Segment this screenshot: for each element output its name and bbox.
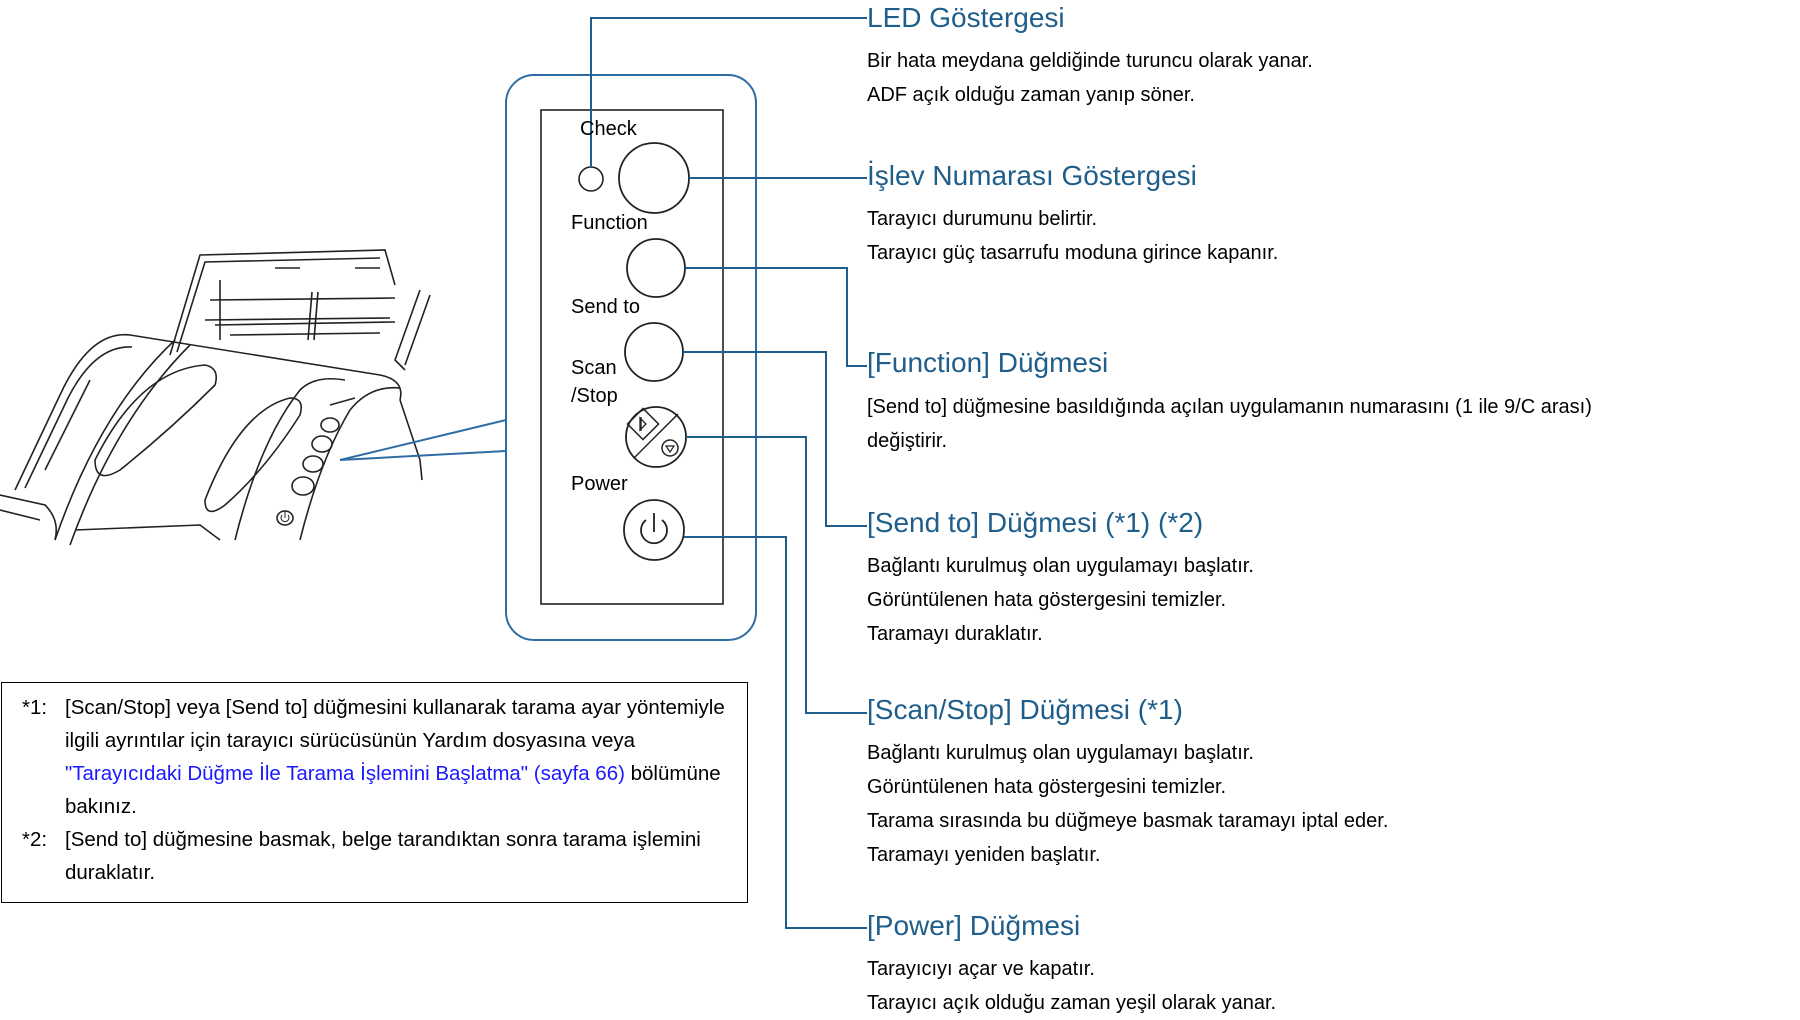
- footnote-text: [Send to] düğmesine basmak, belge tarand…: [65, 828, 701, 884]
- leader-function-button: [685, 267, 867, 367]
- scan-stop-button[interactable]: [625, 406, 687, 468]
- callout-title-power: [Power] Düğmesi: [867, 910, 1081, 941]
- callout-desc-function-display: Tarayıcı durumunu belirtir. Tarayıcı güç…: [867, 202, 1278, 270]
- footnote-box: *1: [Scan/Stop] veya [Send to] düğmesini…: [1, 682, 748, 903]
- footnote-number: *2:: [22, 828, 48, 851]
- callout-desc-line: Görüntülenen hata göstergesini temizler.: [867, 589, 1227, 611]
- panel-label-scan: Scan: [571, 357, 617, 379]
- panel-label-stop: /Stop: [571, 385, 618, 407]
- callout-title-send-to: [Send to] Düğmesi (*1) (*2): [867, 507, 1204, 538]
- footnote-text-after: bölümüne bakınız.: [65, 762, 721, 818]
- leader-lines: [590, 17, 867, 929]
- leader-led: [590, 17, 867, 167]
- callout-desc-line: Tarayıcıyı açar ve kapatır.: [867, 958, 1095, 980]
- panel-label-power: Power: [571, 473, 628, 495]
- callout-desc-led: Bir hata meydana geldiğinde turuncu olar…: [867, 44, 1313, 112]
- callout-desc-line: Bir hata meydana geldiğinde turuncu olar…: [867, 50, 1313, 72]
- callout-desc-line: Taramayı duraklatır.: [867, 623, 1043, 645]
- callout-desc-scan-stop: Bağlantı kurulmuş olan uygulamayı başlat…: [867, 736, 1388, 872]
- callout-title-led: LED Göstergesi: [867, 2, 1065, 33]
- send-to-button[interactable]: [624, 322, 684, 382]
- footnote-text-before: [Scan/Stop] veya [Send to] düğmesini kul…: [65, 696, 725, 752]
- callout-desc-line: Görüntülenen hata göstergesini temizler.: [867, 776, 1227, 798]
- callout-desc-line: Bağlantı kurulmuş olan uygulamayı başlat…: [867, 742, 1254, 764]
- callout-desc-line: ADF açık olduğu zaman yanıp söner.: [867, 84, 1195, 106]
- function-number-display: [618, 142, 690, 214]
- footnote-number: *1:: [22, 696, 48, 719]
- callout-desc-send-to: Bağlantı kurulmuş olan uygulamayı başlat…: [867, 549, 1254, 651]
- callout-desc-line: değiştirir.: [867, 430, 948, 452]
- panel-label-check: Check: [580, 118, 637, 140]
- callout-desc-line: Bağlantı kurulmuş olan uygulamayı başlat…: [867, 555, 1254, 577]
- leader-power: [684, 536, 867, 929]
- callout-desc-line: [Send to] düğmesine basıldığında açılan …: [867, 396, 1592, 418]
- callout-title-function-button: [Function] Düğmesi: [867, 347, 1109, 378]
- panel-label-send-to: Send to: [571, 296, 640, 318]
- power-button[interactable]: [623, 499, 685, 561]
- callout-desc-line: Taramayı yeniden başlatır.: [867, 844, 1101, 866]
- callout-desc-line: Tarayıcı durumunu belirtir.: [867, 208, 1098, 230]
- footnote-text: [Scan/Stop] veya [Send to] düğmesini kul…: [65, 691, 755, 823]
- leader-scan-stop: [686, 436, 867, 714]
- leader-send-to: [683, 351, 867, 527]
- function-button[interactable]: [626, 238, 686, 298]
- callout-title-scan-stop: [Scan/Stop] Düğmesi (*1): [867, 694, 1183, 725]
- callout-title-function-display: İşlev Numarası Göstergesi: [867, 160, 1197, 191]
- check-led: [578, 166, 604, 192]
- callout-desc-line: Tarayıcı açık olduğu zaman yeşil olarak …: [867, 992, 1277, 1014]
- callout-desc-line: Tarama sırasında bu düğmeye basmak taram…: [867, 810, 1389, 832]
- callout-desc-power: Tarayıcıyı açar ve kapatır. Tarayıcı açı…: [867, 952, 1276, 1020]
- callout-desc-function-button: [Send to] düğmesine basıldığında açılan …: [867, 390, 1592, 458]
- panel-label-function: Function: [571, 212, 648, 234]
- callout-desc-line: Tarayıcı güç tasarrufu moduna girince ka…: [867, 242, 1279, 264]
- scanner-illustration: [0, 249, 431, 546]
- footnote-link[interactable]: "Tarayıcıdaki Düğme İle Tarama İşlemini …: [65, 762, 625, 785]
